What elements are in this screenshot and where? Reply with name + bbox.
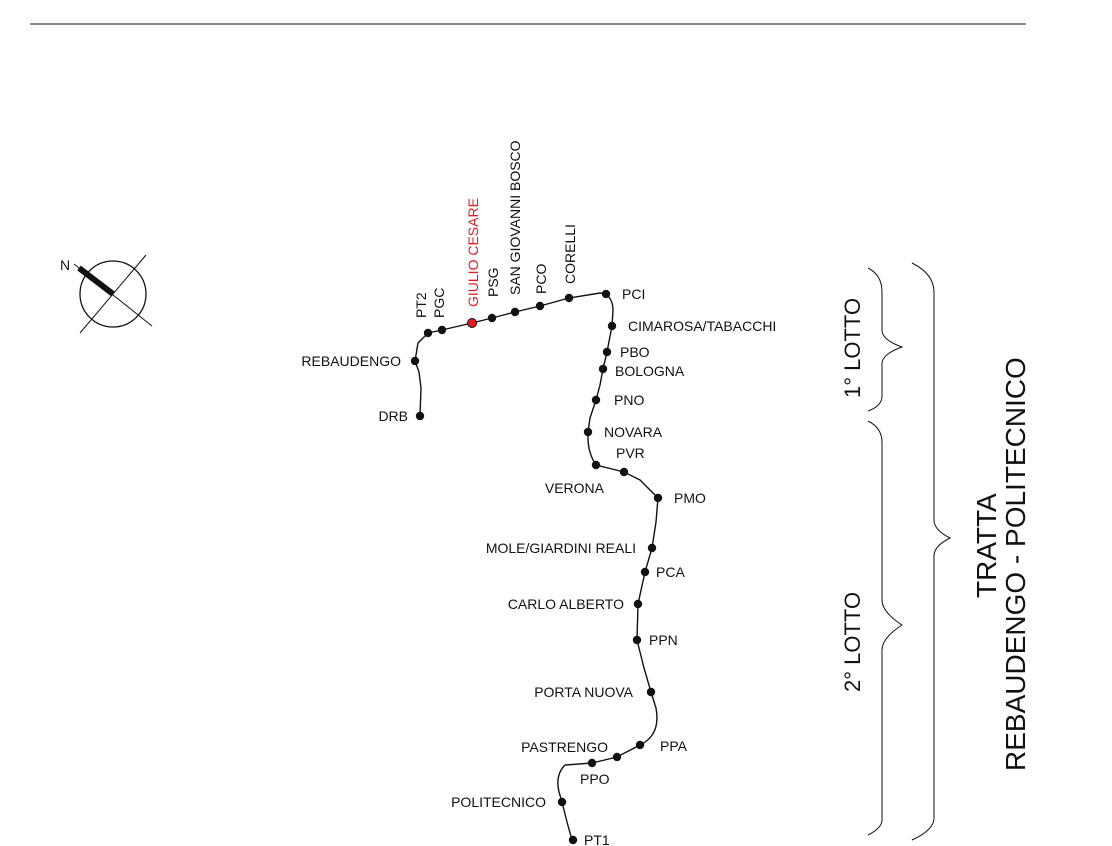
station-marker-pbo: [602, 347, 612, 357]
station-marker-pci: [601, 289, 611, 299]
station-marker-mole-giardini-reali: [647, 543, 657, 553]
station-marker-san-giovanni-bosco: [510, 307, 520, 317]
station-marker-drb: [415, 411, 425, 421]
station-label-pca: PCA: [656, 564, 685, 580]
north-label: N: [60, 257, 70, 273]
station-label-pt2: PT2: [413, 292, 429, 318]
station-label-verona: VERONA: [545, 480, 605, 496]
station-marker-pno: [591, 395, 601, 405]
station-marker-ppo: [587, 758, 597, 768]
station-label-politecnico: POLITECNICO: [451, 794, 546, 810]
station-marker-pvr: [591, 460, 601, 470]
station-marker-pca: [640, 567, 650, 577]
tratta-brace: [911, 262, 952, 841]
tratta-subtitle: REBAUDENGO - POLITECNICO: [1000, 357, 1031, 771]
station-label-pbo: PBO: [620, 344, 650, 360]
station-marker-pt2: [423, 328, 433, 338]
station-marker-giulio-cesare: [467, 318, 477, 328]
station-marker-pmo: [653, 493, 663, 503]
compass: N: [60, 254, 153, 334]
station-marker-pco: [535, 301, 545, 311]
station-label-san-giovanni-bosco: SAN GIOVANNI BOSCO: [507, 140, 523, 295]
station-marker-verona: [619, 467, 629, 477]
station-label-pno: PNO: [614, 392, 644, 408]
lotto1-brace: [867, 267, 904, 412]
station-label-porta-nuova: PORTA NUOVA: [534, 684, 633, 700]
station-label-pco: PCO: [533, 264, 549, 294]
station-marker-pastrengo: [612, 752, 622, 762]
station-label-mole-giardini-reali: MOLE/GIARDINI REALI: [486, 540, 636, 556]
north-arrow-icon: [73, 254, 153, 334]
tratta-title: TRATTA: [971, 493, 1002, 598]
station-label-cimarosa-tabacchi: CIMAROSA/TABACCHI: [628, 318, 776, 334]
station-marker-ppn: [632, 635, 642, 645]
station-label-rebaudengo: REBAUDENGO: [301, 353, 401, 369]
station-marker-pt1: [568, 835, 578, 845]
station-label-pci: PCI: [622, 286, 645, 302]
lotto1-label: 1° LOTTO: [840, 298, 865, 398]
station-marker-psg: [487, 313, 497, 323]
lotto2-brace: [867, 420, 903, 836]
station-marker-cimarosa-tabacchi: [607, 321, 617, 331]
station-label-pvr: PVR: [616, 445, 645, 461]
station-label-corelli: CORELLI: [562, 224, 578, 284]
station-label-pgc: PGC: [431, 288, 447, 318]
station-marker-politecnico: [557, 797, 567, 807]
station-marker-ppa: [635, 740, 645, 750]
lotto2-label: 2° LOTTO: [840, 592, 865, 692]
station-label-novara: NOVARA: [604, 424, 663, 440]
station-label-carlo-alberto: CARLO ALBERTO: [508, 596, 624, 612]
stations: DRB REBAUDENGO PT2 PGC GIULIO CESARE PSG…: [301, 140, 776, 846]
station-marker-carlo-alberto: [633, 599, 643, 609]
station-marker-bologna: [598, 364, 608, 374]
station-label-ppa: PPA: [660, 738, 688, 754]
section-braces: [867, 262, 952, 841]
station-label-pmo: PMO: [674, 490, 706, 506]
station-label-giulio-cesare: GIULIO CESARE: [465, 198, 481, 307]
station-label-drb: DRB: [378, 408, 408, 424]
station-label-pt1: PT1: [584, 832, 610, 846]
station-marker-rebaudengo: [410, 356, 420, 366]
station-label-pastrengo: PASTRENGO: [521, 739, 608, 755]
station-marker-pgc: [437, 325, 447, 335]
station-label-bologna: BOLOGNA: [615, 363, 685, 379]
station-marker-porta-nuova: [646, 687, 656, 697]
station-marker-novara: [583, 427, 593, 437]
station-label-psg: PSG: [485, 267, 501, 297]
station-marker-corelli: [564, 293, 574, 303]
station-label-ppn: PPN: [649, 632, 678, 648]
station-label-ppo: PPO: [580, 771, 610, 787]
